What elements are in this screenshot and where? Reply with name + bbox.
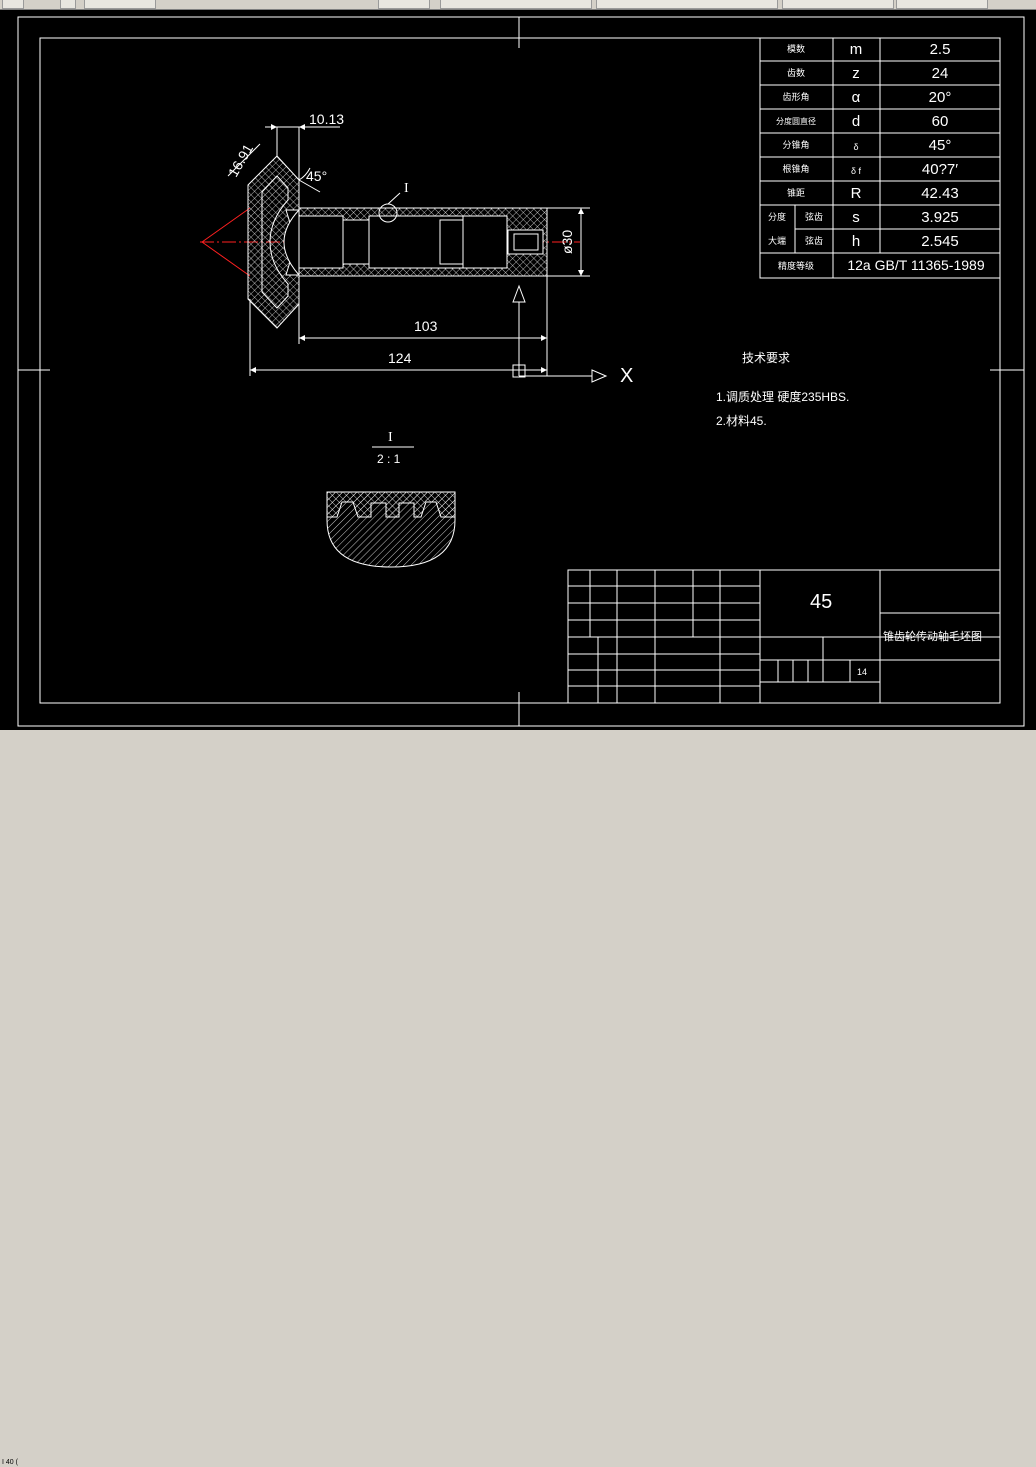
param-label: 弦齿 (805, 235, 823, 246)
dim-124: 124 (388, 350, 412, 366)
dim-diameter: ø30 (559, 230, 575, 254)
param-symbol: h (852, 233, 860, 250)
param-value: 20° (929, 89, 952, 106)
lineweight-dropdown[interactable] (782, 0, 894, 9)
drawing-viewport[interactable]: 模数 齿数 齿形角 分度圆直径 分锥角 根锥角 锥距 分度 大端 弦齿 弦齿 精… (0, 10, 1036, 730)
param-symbol: s (852, 209, 860, 226)
tech-requirements: 技术要求 1.调质处理 硬度235HBS. 2.材料45. (716, 351, 849, 428)
detail-view: I 2 : 1 (326, 430, 456, 568)
toolbar-button[interactable] (378, 0, 430, 9)
param-label: 大端 (768, 235, 786, 246)
param-label: 分锥角 (782, 139, 809, 150)
outer-frame (17, 16, 1025, 727)
title-material: 45 (810, 591, 832, 613)
param-symbol: α (852, 89, 861, 106)
cone-line (201, 241, 251, 277)
param-value: 2.5 (930, 41, 951, 58)
param-value: 40?7′ (922, 161, 958, 178)
cad-drawing[interactable]: 模数 齿数 齿形角 分度圆直径 分锥角 根锥角 锥距 分度 大端 弦齿 弦齿 精… (0, 10, 1036, 730)
param-symbol: R (851, 185, 862, 202)
ucs-icon (512, 284, 608, 383)
param-value: 24 (932, 65, 949, 82)
shaft-body: I (298, 181, 548, 277)
tech-line-1: 1.调质处理 硬度235HBS. (716, 389, 849, 404)
param-label: 分度圆直径 (776, 116, 816, 126)
param-symbol: m (850, 41, 863, 58)
dim-top: 10.13 (309, 111, 344, 127)
param-label: 弦齿 (805, 211, 823, 222)
status-bar: I 40 ( (0, 730, 1036, 1466)
param-label: 锥距 (787, 187, 805, 198)
param-label: 根锥角 (782, 163, 809, 174)
param-value: 60 (932, 113, 949, 130)
plotstyle-dropdown[interactable] (896, 0, 988, 9)
param-label: 分度 (768, 211, 786, 222)
section-mark: I (404, 181, 409, 196)
param-value: 45° (929, 137, 952, 154)
linetype-dropdown[interactable] (596, 0, 778, 9)
param-symbol: z (852, 65, 860, 82)
layer-dropdown[interactable] (440, 0, 592, 9)
dim-103: 103 (414, 318, 438, 334)
tech-title: 技术要求 (742, 351, 790, 365)
command-line: I 40 ( (2, 1459, 18, 1466)
parameter-table: 模数 齿数 齿形角 分度圆直径 分锥角 根锥角 锥距 分度 大端 弦齿 弦齿 精… (759, 37, 1001, 279)
toolbar-button[interactable] (2, 0, 24, 9)
detail-scale: 2 : 1 (377, 452, 401, 466)
param-value: 12a GB/T 11365-1989 (847, 257, 984, 273)
dimensions (227, 124, 590, 376)
title-sheet: 14 (857, 667, 867, 677)
tech-line-2: 2.材料45. (716, 414, 767, 428)
toolbar-button[interactable] (60, 0, 76, 9)
dim-slant: 16.91 (225, 141, 256, 180)
gear-head (247, 155, 300, 329)
detail-label: I (388, 430, 393, 445)
center-marks (18, 17, 1024, 726)
title-name: 锥齿轮传动轴毛坯图 (883, 629, 982, 643)
param-value: 3.925 (921, 209, 959, 226)
param-label: 齿形角 (782, 91, 809, 102)
param-symbol: δ f (851, 166, 862, 176)
toolbar-button[interactable] (84, 0, 156, 9)
title-block (567, 569, 1001, 704)
param-label: 精度等级 (778, 260, 814, 271)
param-value: 2.545 (921, 233, 959, 250)
toolbar (0, 0, 1036, 10)
param-symbol: δ (853, 142, 858, 152)
dim-angle: 45° (306, 168, 327, 184)
ucs-x-label: X (620, 365, 633, 387)
param-label: 模数 (787, 43, 805, 54)
param-value: 42.43 (921, 185, 959, 202)
param-label: 齿数 (787, 67, 805, 78)
cone-line (201, 207, 251, 243)
param-symbol: d (852, 113, 860, 130)
